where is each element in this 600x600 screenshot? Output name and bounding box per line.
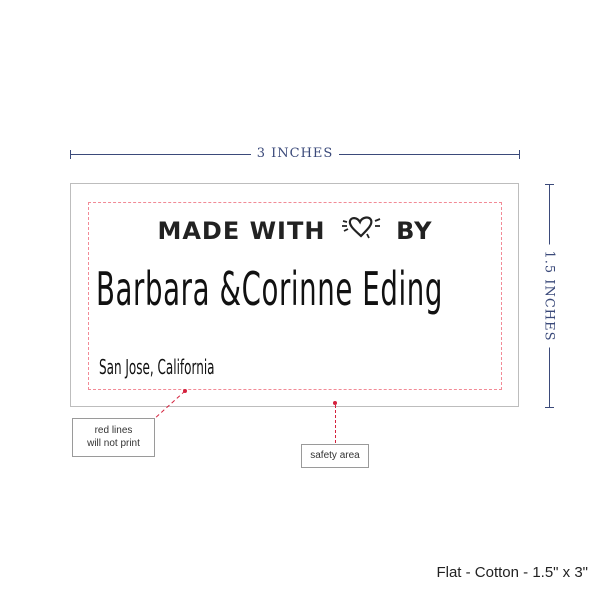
height-dimension-label: 1.5 INCHES	[541, 244, 557, 348]
safety-area-callout: safety area	[301, 444, 369, 468]
label-location: San Jose, California	[99, 355, 215, 379]
label-name: Barbara &Corinne Eding	[96, 262, 443, 316]
red-lines-callout: red lines will not print	[72, 418, 155, 457]
width-tick-left	[70, 150, 71, 159]
safety-area-leader	[335, 405, 336, 443]
width-tick-right	[519, 150, 520, 159]
width-dimension-label: 3 INCHES	[0, 146, 590, 161]
red-lines-text-2: will not print	[87, 438, 140, 449]
red-lines-text-1: red lines	[94, 425, 133, 436]
safety-area-marker	[333, 401, 337, 405]
tagline-after: BY	[396, 217, 433, 245]
height-tick-top	[545, 184, 554, 185]
tagline-before: MADE WITH	[157, 217, 326, 245]
red-lines-leader	[152, 390, 186, 421]
product-description: Flat - Cotton - 1.5" x 3"	[436, 564, 588, 581]
height-tick-bottom	[545, 407, 554, 408]
heart-icon	[341, 213, 381, 245]
tagline: MADE WITH BY	[88, 213, 502, 245]
safety-area-outline	[88, 202, 502, 390]
label-preview	[70, 183, 519, 407]
